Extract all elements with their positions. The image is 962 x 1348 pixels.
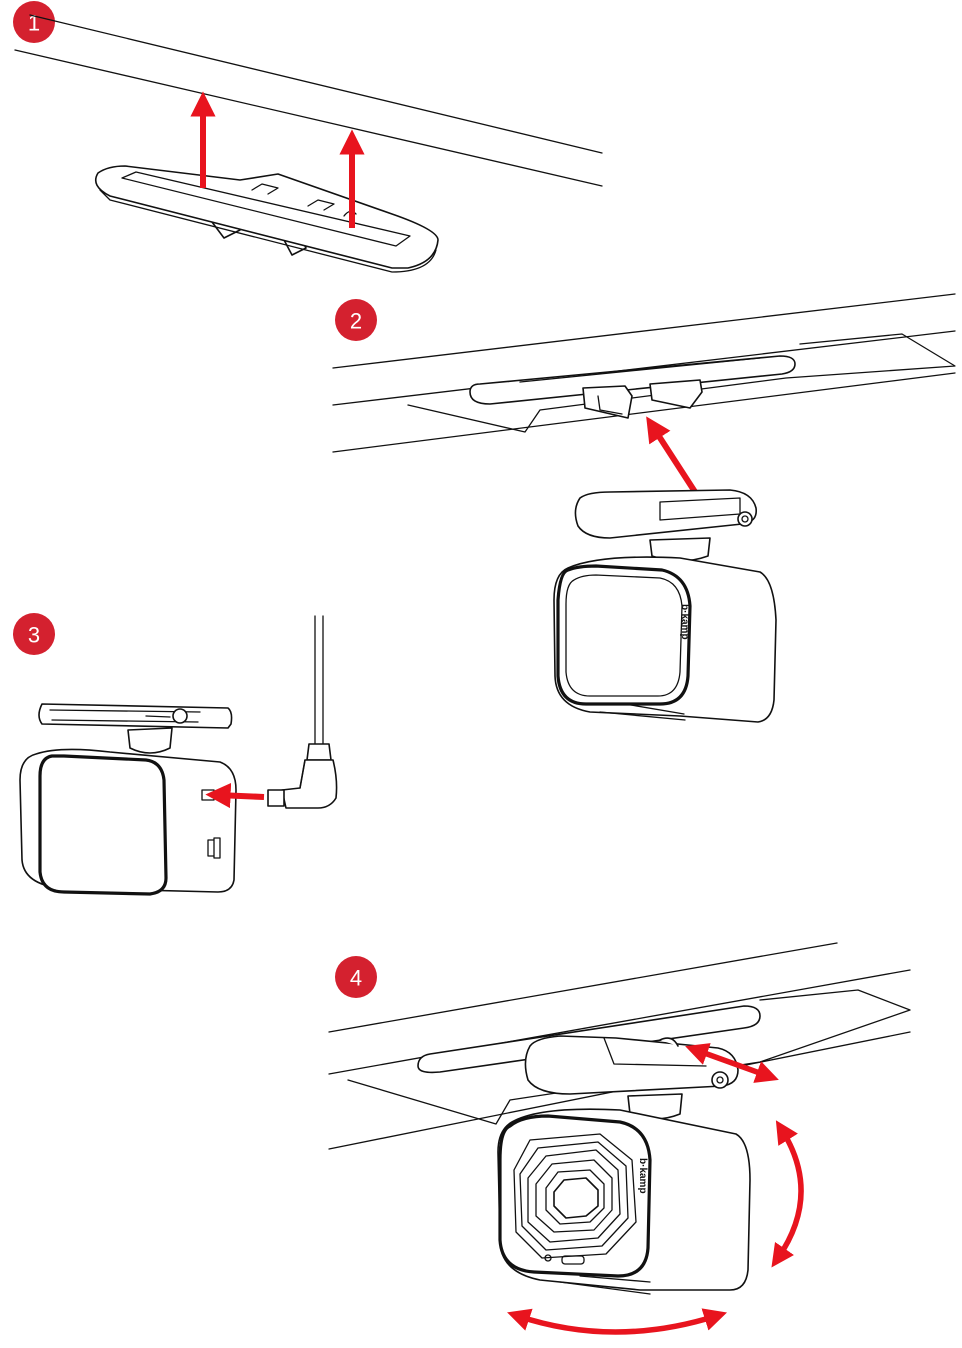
ceiling-edge-line [328,942,838,1033]
step-1-number: 1 [28,11,40,36]
curved-double-arrow-icon [771,1120,804,1268]
camera-side-view [19,703,237,896]
brand-logo: b·kamp [679,604,690,640]
mounted-plate [469,355,796,419]
step-4-badge: 4 [335,956,377,998]
arrow-left-icon [205,782,265,809]
power-cable [267,615,338,809]
camera-unit: b·kamp [553,489,777,723]
brand-logo: b·kamp [637,1158,648,1194]
mounting-plate [94,165,439,273]
ceiling-edge-line [14,49,603,187]
step-4-number: 4 [350,966,362,991]
step-2-number: 2 [350,309,362,334]
ceiling-recess [407,333,956,433]
arrow-diagonal-icon [646,416,700,497]
ceiling-edge-line [332,372,956,453]
camera-bracket [524,1035,739,1120]
camera-lens [513,1133,637,1259]
camera-unit-installed: b·kamp [497,1108,751,1295]
step-2-panel: 2 [332,293,956,723]
step-1-badge: 1 [13,1,55,43]
step-3-badge: 3 [13,613,55,655]
step-2-badge: 2 [335,299,377,341]
arrow-diagonal-icon [685,1043,779,1083]
curved-double-arrow-icon [507,1308,728,1335]
ceiling-edge-line [29,14,603,154]
step-3-number: 3 [28,623,40,648]
ceiling-edge-line [332,293,956,369]
step-1-panel: 1 [13,1,603,273]
step-3-panel: 3 [13,613,338,896]
step-4-panel: 4 [328,942,911,1335]
